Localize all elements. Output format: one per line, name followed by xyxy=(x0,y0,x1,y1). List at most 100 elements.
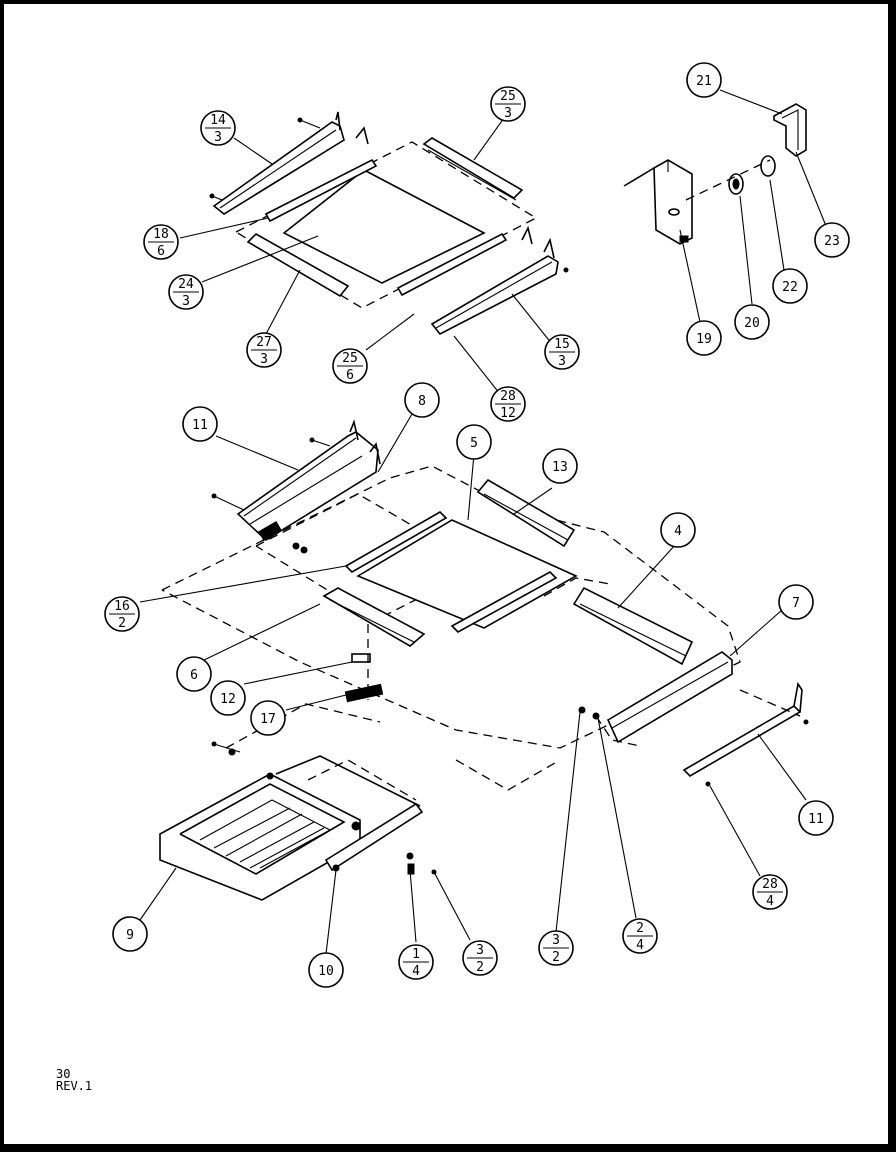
revision-label: REV.1 xyxy=(56,1079,93,1093)
callout-number: 13 xyxy=(552,460,568,475)
callout-top: 14 xyxy=(210,113,226,128)
callout-top: 1 xyxy=(412,947,420,962)
callout-top: 27 xyxy=(256,335,272,350)
callout-15-3: 15 3 xyxy=(544,334,580,370)
callout-top: 3 xyxy=(552,933,560,948)
callout-number: 10 xyxy=(318,964,334,979)
callout-16-2: 16 2 xyxy=(104,596,140,632)
callout-top: 16 xyxy=(114,599,130,614)
callout-27-3: 27 3 xyxy=(246,332,282,368)
callout-8: 8 xyxy=(404,382,440,418)
bracket-plate xyxy=(653,159,693,245)
callout-bottom: 3 xyxy=(182,294,190,309)
callout-top: 18 xyxy=(153,227,169,242)
callout-19: 19 xyxy=(686,320,722,356)
callout-13: 13 xyxy=(542,448,578,484)
main-rear-trim xyxy=(344,511,448,573)
rear-cover-13 xyxy=(476,478,576,548)
hinge-block xyxy=(773,103,807,157)
callout-bottom: 3 xyxy=(214,130,222,145)
callout-10: 10 xyxy=(308,952,344,988)
callout-24-3: 24 3 xyxy=(168,274,204,310)
callout-12: 12 xyxy=(210,680,246,716)
front-rail-6 xyxy=(322,587,426,647)
callout-28-12: 28 12 xyxy=(490,386,526,422)
callout-3-2-left: 3 2 xyxy=(462,940,498,976)
callout-11-upper: 11 xyxy=(182,406,218,442)
callout-bottom: 4 xyxy=(412,964,420,979)
loose-rail-11 xyxy=(682,704,802,778)
callout-28-4: 28 4 xyxy=(752,874,788,910)
callout-bottom: 12 xyxy=(500,406,516,421)
main-outline xyxy=(161,465,741,749)
callout-top: 25 xyxy=(342,351,358,366)
callout-number: 17 xyxy=(260,712,276,727)
upper-glass-shelf xyxy=(282,169,486,284)
crisper-drawer-assembly xyxy=(159,741,711,901)
callout-number: 11 xyxy=(192,418,208,433)
callout-top: 15 xyxy=(554,337,570,352)
callout-bottom: 6 xyxy=(157,244,165,259)
callout-bottom: 3 xyxy=(504,106,512,121)
callout-number: 9 xyxy=(126,928,134,943)
callout-21: 21 xyxy=(686,62,722,98)
callout-top: 28 xyxy=(500,389,516,404)
callout-bottom: 3 xyxy=(260,352,268,367)
callout-top: 24 xyxy=(178,277,194,292)
main-glass-shelf xyxy=(356,519,578,629)
callout-top: 3 xyxy=(476,943,484,958)
callout-number: 22 xyxy=(782,280,798,295)
upper-rear-trim xyxy=(264,158,378,223)
main-left-rail xyxy=(236,431,379,542)
callout-number: 19 xyxy=(696,332,712,347)
upper-front-trim xyxy=(396,232,508,297)
callout-top: 28 xyxy=(762,877,778,892)
callout-bottom: 2 xyxy=(476,960,484,975)
part-17 xyxy=(344,683,384,703)
spacer xyxy=(760,155,776,177)
callout-bottom: 2 xyxy=(118,616,126,631)
callout-2-4: 2 4 xyxy=(622,918,658,954)
callout-22: 22 xyxy=(772,268,808,304)
callout-top: 2 xyxy=(636,921,644,936)
callout-25-6: 25 6 xyxy=(332,348,368,384)
leader-lines xyxy=(139,89,827,955)
callout-bottom: 2 xyxy=(552,950,560,965)
callout-23: 23 xyxy=(814,222,850,258)
callout-14-3: 14 3 xyxy=(200,110,236,146)
callout-bottom: 6 xyxy=(346,368,354,383)
main-shelf-assembly xyxy=(161,419,809,791)
upper-shelf-assembly xyxy=(209,111,569,336)
callout-number: 12 xyxy=(220,692,236,707)
callout-11-lower: 11 xyxy=(798,800,834,836)
callout-1-4: 1 4 xyxy=(398,944,434,980)
callout-7: 7 xyxy=(778,584,814,620)
callout-bottom: 4 xyxy=(636,938,644,953)
callout-number: 21 xyxy=(696,74,712,89)
callout-5: 5 xyxy=(456,424,492,460)
callout-number: 11 xyxy=(808,812,824,827)
page-number: 30 xyxy=(56,1067,71,1081)
callout-number: 6 xyxy=(190,668,198,683)
callout-bottom: 4 xyxy=(766,894,774,909)
callout-17: 17 xyxy=(250,700,286,736)
callout-bottom: 3 xyxy=(558,354,566,369)
callout-number: 23 xyxy=(824,234,840,249)
callout-number: 7 xyxy=(792,596,800,611)
upper-front-cover xyxy=(246,233,350,298)
callout-top: 25 xyxy=(500,89,516,104)
callout-18-6: 18 6 xyxy=(143,224,179,260)
part-12 xyxy=(351,653,371,663)
callout-6: 6 xyxy=(176,656,212,692)
callouts: 14 3 25 3 18 6 24 3 xyxy=(104,62,850,988)
callout-number: 5 xyxy=(470,436,478,451)
callout-number: 8 xyxy=(418,394,426,409)
callout-3-2-right: 3 2 xyxy=(538,930,574,966)
callout-20: 20 xyxy=(734,304,770,340)
upper-cover-strip xyxy=(422,137,524,200)
hinge-bracket-assembly xyxy=(623,103,807,245)
callout-4: 4 xyxy=(660,512,696,548)
callout-9: 9 xyxy=(112,916,148,952)
